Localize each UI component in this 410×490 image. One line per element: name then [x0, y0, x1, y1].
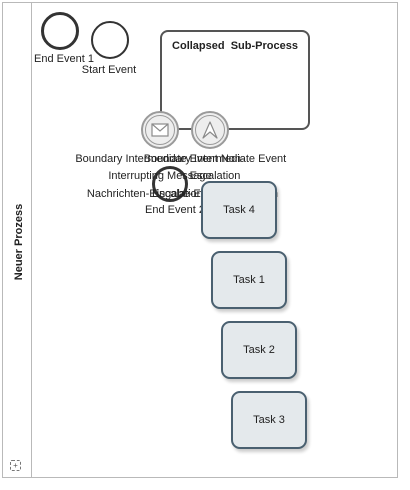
task-1[interactable]: Task 1: [211, 251, 287, 309]
end-event-1[interactable]: [41, 12, 79, 50]
boundary-message-label-line2: Interrupting Message: [108, 170, 212, 182]
boundary-message-label-line1: Boundary Intermediate Event Non-: [75, 153, 245, 165]
boundary-message-label-line3: Nachrichten-Eingabe-Ereignis: [86, 188, 234, 200]
boundary-message-inner-ring: [145, 115, 175, 145]
boundary-escalation-inner-ring: [195, 115, 225, 145]
pool-label: Neuer Prozess: [13, 203, 25, 281]
boundary-escalation-event[interactable]: [191, 111, 229, 149]
escalation-arrow-icon: [202, 121, 218, 139]
end-event-2-label: End Event 2: [145, 204, 205, 216]
pool-header[interactable]: Neuer Prozess: [2, 2, 32, 478]
task-2-label: Task 2: [243, 344, 275, 356]
task-4-label: Task 4: [223, 204, 255, 216]
boundary-escalation-label-line2: Escalation: [189, 170, 241, 182]
boundary-message-event[interactable]: [141, 111, 179, 149]
end-event-1-label: End Event 1: [34, 53, 94, 65]
start-event[interactable]: [91, 21, 129, 59]
collapsed-subprocess[interactable]: Collapsed Sub-Process: [160, 30, 310, 130]
task-4[interactable]: Task 4: [201, 181, 277, 239]
boundary-escalation-label-line1: Boundary Intermediate Event: [143, 153, 287, 165]
subprocess-title: Collapsed Sub-Process: [172, 40, 298, 52]
collapsed-subprocess-icon[interactable]: +: [10, 460, 21, 471]
end-event-2[interactable]: [152, 166, 188, 202]
task-2[interactable]: Task 2: [221, 321, 297, 379]
task-3[interactable]: Task 3: [231, 391, 307, 449]
task-1-label: Task 1: [233, 274, 265, 286]
start-event-label: Start Event: [81, 64, 137, 76]
envelope-icon: [151, 123, 169, 137]
task-3-label: Task 3: [253, 414, 285, 426]
